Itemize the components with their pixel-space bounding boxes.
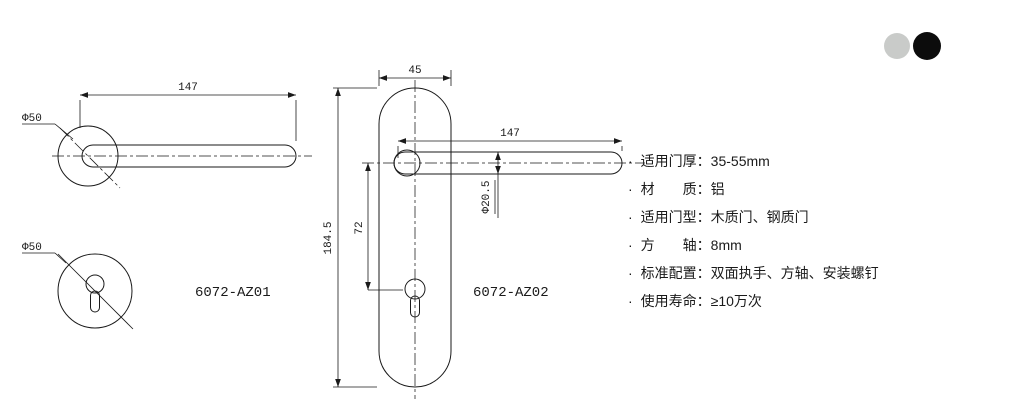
spec-item-door-thickness: · 适用门厚：35-55mm — [628, 147, 879, 175]
bullet-icon: · — [628, 293, 633, 309]
az02-dim-lever-diameter: Φ20.5 — [481, 152, 501, 218]
lever-outline — [393, 151, 623, 175]
dimension-label: 147 — [500, 128, 520, 140]
finish-swatches — [884, 32, 941, 60]
dimension-label: Φ20.5 — [481, 180, 493, 213]
az01-escutcheon-drawing: Φ50 — [22, 242, 134, 330]
dimension-label: Φ50 — [22, 242, 42, 254]
az02-dim-plate-height: 184.5 — [323, 87, 377, 388]
model-label-az01: 6072-AZ01 — [195, 285, 271, 301]
spec-text: 适用门型：木质门、钢质门 — [640, 209, 809, 225]
spec-list: · 适用门厚：35-55mm · 材 质：铝 · 适用门型：木质门、钢质门 · … — [628, 147, 879, 315]
bullet-icon: · — [628, 265, 633, 281]
az01-handle-drawing: 147 Φ50 — [22, 82, 312, 189]
az01-dim-escutcheon-diameter: Φ50 — [22, 242, 67, 264]
spec-item-material: · 材 质：铝 — [628, 175, 879, 203]
az02-dim-handle-length: 147 — [397, 128, 623, 158]
bullet-icon: · — [628, 153, 633, 169]
az01-dim-rose-diameter: Φ50 — [22, 113, 74, 140]
escutcheon-circle — [57, 253, 133, 329]
az02-plate-drawing: 45 147 184.5 — [323, 65, 645, 399]
dimension-label: 72 — [354, 221, 366, 234]
az01-dim-handle-length: 147 — [79, 82, 297, 141]
dimension-label: 147 — [178, 82, 198, 94]
dimension-label: Φ50 — [22, 113, 42, 125]
bullet-icon: · — [628, 237, 633, 253]
az02-dim-plate-width: 45 — [378, 65, 452, 86]
model-label-az02: 6072-AZ02 — [473, 285, 549, 301]
dimension-label: 45 — [408, 65, 421, 77]
bullet-icon: · — [628, 209, 633, 225]
diagonal-centerline — [59, 127, 121, 189]
spec-text: 适用门厚：35-55mm — [640, 153, 770, 169]
keyhole-circle — [404, 278, 426, 300]
keyhole-circle — [85, 274, 105, 294]
spec-item-standard-config: · 标准配置：双面执手、方轴、安装螺钉 — [628, 259, 879, 287]
dimension-label: 184.5 — [323, 221, 335, 254]
spec-item-service-life: · 使用寿命：≥10万次 — [628, 287, 879, 315]
keyhole-slot — [410, 295, 420, 318]
spec-text: 材 质：铝 — [640, 181, 725, 197]
spec-text: 使用寿命：≥10万次 — [640, 293, 762, 309]
spec-text: 标准配置：双面执手、方轴、安装螺钉 — [640, 265, 879, 281]
spec-item-door-type: · 适用门型：木质门、钢质门 — [628, 203, 879, 231]
spec-text: 方 轴：8mm — [640, 237, 742, 253]
spec-item-spindle: · 方 轴：8mm — [628, 231, 879, 259]
finish-swatch-light-icon — [884, 33, 910, 59]
leader-line — [54, 252, 67, 264]
bullet-icon: · — [628, 181, 633, 197]
keyhole-slot — [90, 290, 100, 313]
az02-dim-keyhole-offset: 72 — [354, 163, 403, 291]
finish-swatch-dark-icon — [913, 32, 941, 60]
